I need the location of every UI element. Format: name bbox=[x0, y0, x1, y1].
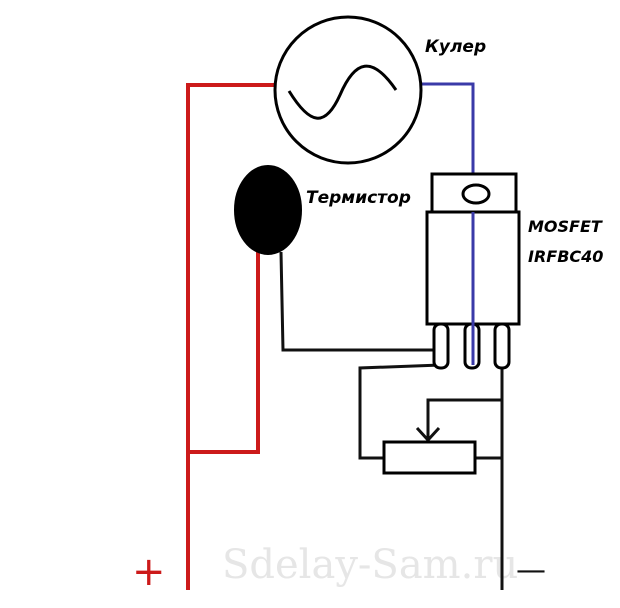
potentiometer bbox=[382, 440, 477, 475]
gate-to-pot-wire bbox=[358, 363, 442, 460]
positive-main-wire bbox=[186, 83, 278, 590]
cooler-label: Кулер bbox=[425, 37, 486, 57]
positive-terminal-symbol: + bbox=[132, 549, 166, 595]
wiper-wire bbox=[426, 398, 502, 438]
mosfet-source-pin bbox=[493, 322, 511, 370]
mosfet-mounting-hole bbox=[461, 183, 491, 205]
thermistor-to-gate-wire bbox=[279, 251, 441, 352]
thermistor-supply-wire bbox=[186, 250, 260, 454]
negative-terminal-symbol: — bbox=[516, 553, 546, 588]
watermark-text: Sdelay-Sam.ru bbox=[222, 542, 518, 588]
mosfet-label-line2: IRFBC40 bbox=[528, 247, 603, 266]
cooler-fan bbox=[273, 15, 423, 165]
fan-body bbox=[273, 15, 423, 165]
thermistor bbox=[234, 165, 302, 255]
thermistor-label: Термистор bbox=[306, 188, 411, 208]
signal-wires bbox=[279, 251, 504, 590]
wiper-arrowhead bbox=[415, 426, 441, 443]
fan-sine-symbol bbox=[287, 64, 398, 120]
mosfet-gate-pin bbox=[432, 322, 450, 370]
positive-wires bbox=[186, 83, 278, 590]
mosfet-label-line1: MOSFET bbox=[528, 217, 603, 236]
